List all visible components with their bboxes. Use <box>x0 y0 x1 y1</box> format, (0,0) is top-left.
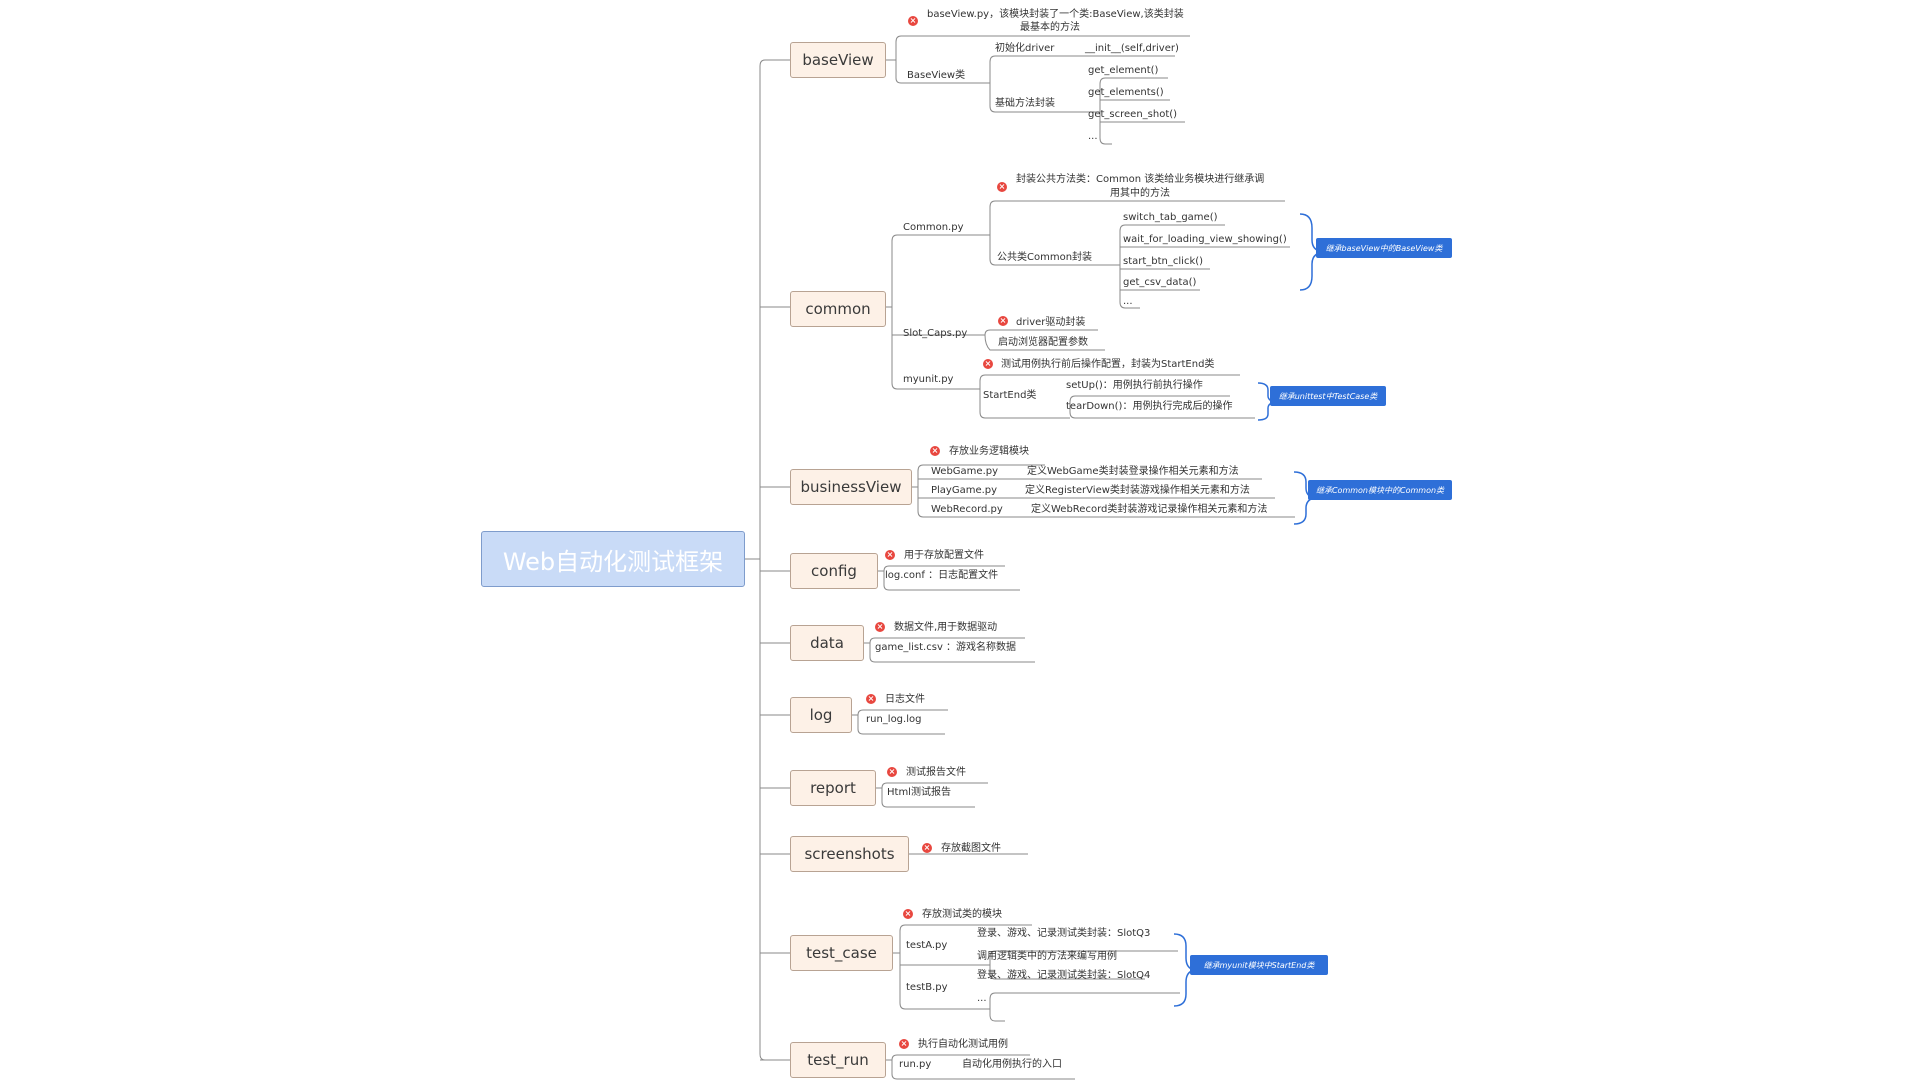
data-note: 数据文件,用于数据驱动 <box>894 622 998 633</box>
branch-common[interactable]: common <box>790 291 886 327</box>
businessview-note: 存放业务逻辑模块 <box>949 446 1029 457</box>
branch-baseview[interactable]: baseView <box>790 42 886 78</box>
baseview-note-line2: 最基本的方法 <box>1020 22 1080 33</box>
common-note-line1: 封装公共方法类：Common 该类给业务模块进行继承调 <box>1016 174 1265 185</box>
common-note-line2: 用其中的方法 <box>1110 188 1170 199</box>
playgame-desc[interactable]: 定义RegisterView类封装游戏操作相关元素和方法 <box>1025 485 1250 496</box>
method-start-btn-click[interactable]: start_btn_click() <box>1123 256 1204 267</box>
testa-usage[interactable]: 调用逻辑类中的方法来编写用例 <box>977 951 1117 962</box>
branch-log[interactable]: log <box>790 697 852 733</box>
inherit-tag-testcase[interactable]: 继承unittest中TestCase类 <box>1270 386 1386 406</box>
baseview-class[interactable]: BaseView类 <box>907 70 966 81</box>
run-py-desc[interactable]: 自动化用例执行的入口 <box>962 1059 1062 1070</box>
method-more[interactable]: ... <box>1088 131 1098 142</box>
testa-py[interactable]: testA.py <box>906 940 948 951</box>
slot-caps-py[interactable]: Slot_Caps.py <box>903 328 968 339</box>
slot-caps-child[interactable]: 启动浏览器配置参数 <box>998 337 1088 348</box>
log-child[interactable]: run_log.log <box>866 714 922 725</box>
note-icon[interactable]: × <box>930 446 940 456</box>
note-icon[interactable]: × <box>908 16 918 26</box>
root-topic[interactable]: Web自动化测试框架 <box>481 531 745 587</box>
webgame-py[interactable]: WebGame.py <box>931 466 999 477</box>
inherit-tag-baseview[interactable]: 继承baseView中的BaseView类 <box>1316 238 1452 258</box>
slot-caps-note: driver驱动封装 <box>1016 317 1086 328</box>
method-wait-for-loading[interactable]: wait_for_loading_view_showing() <box>1123 234 1287 245</box>
baseview-note-line1: baseView.py，该模块封装了一个类:BaseView,该类封装 <box>927 9 1184 20</box>
testa-class[interactable]: 登录、游戏、记录测试类封装：SlotQ3 <box>977 928 1151 939</box>
note-icon[interactable]: × <box>997 182 1007 192</box>
myunit-py[interactable]: myunit.py <box>903 374 954 385</box>
test-run-note: 执行自动化测试用例 <box>918 1039 1008 1050</box>
teardown-method[interactable]: tearDown()：用例执行完成后的操作 <box>1066 401 1233 412</box>
note-icon[interactable]: × <box>887 767 897 777</box>
screenshots-note: 存放截图文件 <box>941 843 1001 854</box>
inherit-tag-common[interactable]: 继承Common模块中的Common类 <box>1308 480 1452 500</box>
testb-py[interactable]: testB.py <box>906 982 948 993</box>
config-child[interactable]: log.conf ：日志配置文件 <box>885 570 999 581</box>
run-py[interactable]: run.py <box>899 1059 932 1070</box>
branch-report[interactable]: report <box>790 770 876 806</box>
method-get-elements[interactable]: get_elements() <box>1088 87 1164 98</box>
test-case-note: 存放测试类的模块 <box>922 909 1002 920</box>
branch-data[interactable]: data <box>790 625 864 661</box>
report-child[interactable]: Html测试报告 <box>887 787 951 798</box>
report-note: 测试报告文件 <box>906 767 966 778</box>
branch-config[interactable]: config <box>790 553 878 589</box>
webgame-desc[interactable]: 定义WebGame类封装登录操作相关元素和方法 <box>1027 466 1239 477</box>
init-driver[interactable]: 初始化driver <box>995 43 1055 54</box>
webrecord-py[interactable]: WebRecord.py <box>931 504 1003 515</box>
testb-class[interactable]: 登录、游戏、记录测试类封装：SlotQ4 <box>977 970 1151 981</box>
webrecord-desc[interactable]: 定义WebRecord类封装游戏记录操作相关元素和方法 <box>1031 504 1268 515</box>
method-switch-tab-game[interactable]: switch_tab_game() <box>1123 212 1218 223</box>
log-note: 日志文件 <box>885 694 925 705</box>
method-get-csv-data[interactable]: get_csv_data() <box>1123 277 1197 288</box>
testb-more[interactable]: ... <box>977 993 987 1004</box>
basic-methods[interactable]: 基础方法封装 <box>995 98 1055 109</box>
common-class[interactable]: 公共类Common封装 <box>997 252 1093 263</box>
branch-test-case[interactable]: test_case <box>790 935 893 971</box>
startend-class[interactable]: StartEnd类 <box>983 390 1037 401</box>
branch-test-run[interactable]: test_run <box>790 1042 886 1078</box>
setup-method[interactable]: setUp()：用例执行前执行操作 <box>1066 380 1203 391</box>
config-note: 用于存放配置文件 <box>904 550 984 561</box>
note-icon[interactable]: × <box>875 622 885 632</box>
common-py[interactable]: Common.py <box>903 222 964 233</box>
note-icon[interactable]: × <box>903 909 913 919</box>
note-icon[interactable]: × <box>922 843 932 853</box>
note-icon[interactable]: × <box>885 550 895 560</box>
inherit-tag-startend[interactable]: 继承myunit模块中StartEnd类 <box>1190 955 1328 975</box>
data-child[interactable]: game_list.csv ：游戏名称数据 <box>875 642 1017 653</box>
note-icon[interactable]: × <box>983 359 993 369</box>
playgame-py[interactable]: PlayGame.py <box>931 485 998 496</box>
myunit-note: 测试用例执行前后操作配置，封装为StartEnd类 <box>1001 359 1215 370</box>
note-icon[interactable]: × <box>998 316 1008 326</box>
init-method[interactable]: __init__(self,driver) <box>1085 43 1179 54</box>
method-get-screen-shot[interactable]: get_screen_shot() <box>1088 109 1178 120</box>
note-icon[interactable]: × <box>899 1039 909 1049</box>
method-get-element[interactable]: get_element() <box>1088 65 1159 76</box>
branch-businessview[interactable]: businessView <box>790 469 912 505</box>
note-icon[interactable]: × <box>866 694 876 704</box>
method-more[interactable]: ... <box>1123 296 1133 307</box>
branch-screenshots[interactable]: screenshots <box>790 836 909 872</box>
